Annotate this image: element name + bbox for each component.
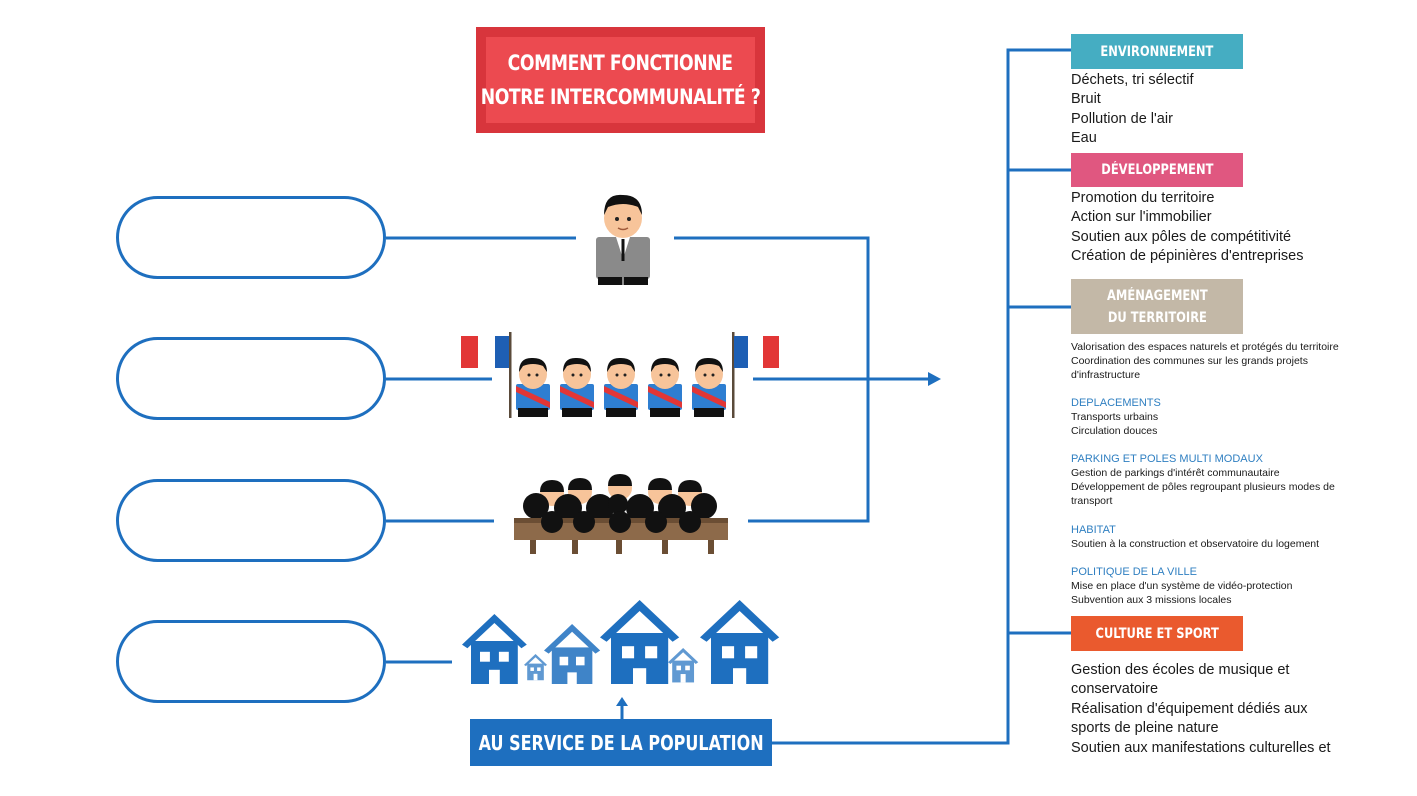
list-item: Eau [1071,130,1097,147]
list-item: conservatoire [1071,681,1159,698]
service-connector [772,48,1071,745]
subsection-politique-ville: POLITIQUE DE LA VILLE Mise en place d'un… [1071,565,1356,607]
subsection-title: DEPLACEMENTS [1071,397,1161,409]
title-line-2: NOTRE INTERCOMMUNALITÉ ? [480,85,761,109]
arrow-head [928,372,941,386]
category-environnement-label: ENVIRONNEMENT [1100,43,1214,60]
list-item: Coordination des communes sur les grands… [1071,355,1308,381]
empty-label-pill-4[interactable] [116,620,386,703]
list-item: sports de pleine nature [1071,720,1219,737]
list-item: Gestion de parkings d'intérêt communauta… [1071,467,1280,479]
empty-label-pill-2[interactable] [116,337,386,420]
subsection-deplacements: DEPLACEMENTS Transports urbains Circulat… [1071,396,1356,438]
amenagement-intro: Valorisation des espaces naturels et pro… [1071,340,1356,382]
service-population-button[interactable]: AU SERVICE DE LA POPULATION [470,719,772,766]
category-amenagement-header: AMÉNAGEMENT DU TERRITOIRE [1071,279,1243,334]
category-amenagement-label-2: DU TERRITOIRE [1107,309,1207,326]
up-arrow-head [616,697,628,706]
category-environnement-header: ENVIRONNEMENT [1071,34,1243,69]
houses-icon [462,600,780,684]
category-culture-label: CULTURE ET SPORT [1095,625,1219,642]
list-item: Développement de pôles regroupant plusie… [1071,481,1335,507]
category-developpement-label: DÉVELOPPEMENT [1100,162,1214,178]
list-item: Gestion des écoles de musique et [1071,662,1290,678]
empty-label-pill-3[interactable] [116,479,386,562]
category-developpement-header: DÉVELOPPEMENT [1071,153,1243,187]
subsection-parking: PARKING ET POLES MULTI MODAUX Gestion de… [1071,452,1356,508]
list-item: Transports urbains [1071,411,1159,423]
list-item: Réalisation d'équipement dédiés aux [1071,700,1308,717]
list-item: Soutien à la construction et observatoir… [1071,538,1320,550]
culture-list: Gestion des écoles de musique et conserv… [1071,661,1331,758]
environnement-list: Déchets, tri sélectif Bruit Pollution de… [1071,71,1194,149]
president-icon [596,194,650,285]
subsection-title: PARKING ET POLES MULTI MODAUX [1071,453,1263,465]
category-culture-header: CULTURE ET SPORT [1071,616,1243,651]
list-item: Pollution de l'air [1071,110,1173,127]
list-item: Mise en place d'un système de vidéo-prot… [1071,580,1293,592]
list-item: Subvention aux 3 missions locales [1071,594,1232,606]
empty-label-pill-1[interactable] [116,196,386,279]
title-line-1: COMMENT FONCTIONNE [508,51,733,75]
list-item: Soutien aux pôles de compétitivité [1071,228,1292,245]
list-item: Promotion du territoire [1071,190,1215,206]
subsection-title: HABITAT [1071,524,1116,536]
council-icon [514,474,728,554]
service-population-label: AU SERVICE DE LA POPULATION [478,730,764,755]
subsection-habitat: HABITAT Soutien à la construction et obs… [1071,523,1356,551]
list-item: Création de pépinières d'entreprises [1071,248,1304,265]
developpement-list: Promotion du territoire Action sur l'imm… [1071,189,1304,267]
list-item: Déchets, tri sélectif [1071,72,1194,88]
list-item: Action sur l'immobilier [1071,209,1212,226]
title-box: COMMENT FONCTIONNE NOTRE INTERCOMMUNALIT… [476,27,765,133]
list-item: Bruit [1071,91,1101,108]
mayors-icon [461,332,779,418]
subsection-title: POLITIQUE DE LA VILLE [1071,566,1197,578]
list-item: Circulation douces [1071,425,1158,437]
category-amenagement-label-1: AMÉNAGEMENT [1106,287,1208,304]
list-item: Valorisation des espaces naturels et pro… [1071,341,1339,353]
list-item: Soutien aux manifestations culturelles e… [1071,739,1331,756]
